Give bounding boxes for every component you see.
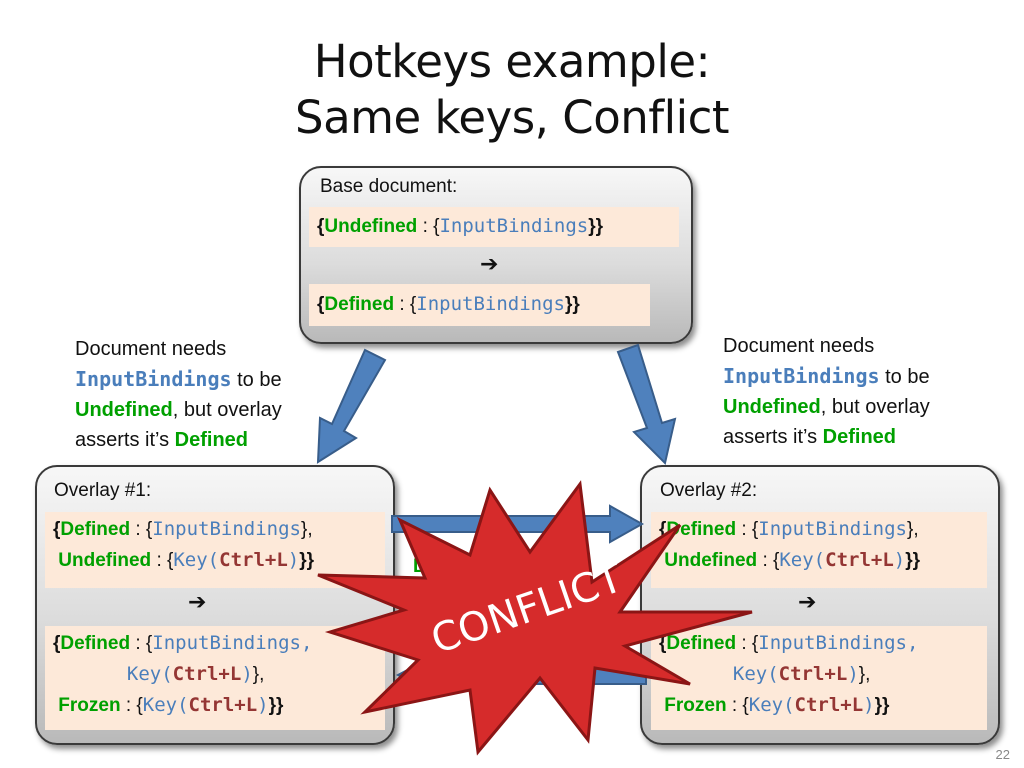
state-frozen: Frozen: [58, 695, 121, 716]
separator: : {: [130, 633, 153, 654]
input-bindings-token: InputBindings: [152, 518, 301, 540]
input-bindings-token: InputBindings: [416, 293, 565, 315]
overlay-2-from-panel: {Defined : {InputBindings}, Undefined : …: [651, 512, 987, 588]
overlay-1-label: Overlay #1:: [54, 480, 152, 501]
key-token: Key(: [126, 663, 173, 685]
brace: }}: [588, 216, 603, 237]
brace: }}: [565, 294, 580, 315]
transition-arrow-icon: ➔: [480, 252, 499, 277]
key-token: ): [893, 549, 906, 571]
separator: : {: [736, 519, 759, 540]
overlay-1-from-panel: {Defined : {InputBindings}, Undefined : …: [45, 512, 385, 588]
note-text: to be: [879, 366, 930, 388]
state-frozen: Frozen: [664, 695, 727, 716]
ctrl-l-token: Ctrl+L: [825, 549, 894, 571]
state-defined: Defined: [324, 294, 395, 315]
key-token: Key(: [748, 694, 795, 716]
state-undefined: Undefined: [723, 396, 821, 418]
overlay-1-to-panel: {Defined : {InputBindings, Key(Ctrl+L)},…: [45, 626, 385, 730]
brace: }}: [905, 550, 921, 571]
overlay-2-label: Overlay #2:: [660, 480, 758, 501]
separator: : {: [151, 550, 174, 571]
input-bindings-token: InputBindings: [439, 215, 589, 237]
brace: },: [301, 519, 313, 540]
key-token: ): [257, 694, 269, 716]
separator: : {: [726, 695, 749, 716]
input-bindings-token: InputBindings,: [758, 632, 919, 654]
key-token: Key(: [732, 663, 779, 685]
state-defined: Defined: [60, 633, 131, 654]
note-line: Document needs: [75, 338, 227, 360]
slide-title: Hotkeys example: Same keys, Conflict: [0, 34, 1024, 146]
page-number: 22: [995, 747, 1010, 762]
arrow-base-to-overlay-2: [616, 343, 677, 465]
base-to-panel: {Defined : {InputBindings}}: [309, 284, 650, 326]
separator: : {: [736, 633, 759, 654]
state-undefined: Undefined: [324, 216, 418, 237]
note-text: asserts it’s: [723, 426, 823, 448]
brace: {: [659, 633, 667, 654]
input-bindings-token: InputBindings: [75, 367, 232, 391]
separator: : {: [120, 695, 143, 716]
ctrl-l-token: Ctrl+L: [778, 663, 848, 685]
state-undefined: Undefined: [75, 399, 173, 421]
arrow-overlay-1-to-overlay-2: [391, 504, 645, 544]
separator: : {: [757, 550, 780, 571]
ctrl-l-token: Ctrl+L: [188, 694, 258, 716]
brace: {: [317, 294, 325, 315]
brace: {: [659, 519, 667, 540]
brace: }}: [268, 695, 284, 716]
title-line-2: Same keys, Conflict: [295, 91, 730, 144]
overlay-2-to-panel: {Defined : {InputBindings, Key(Ctrl+L)},…: [651, 626, 987, 730]
state-defined: Defined: [174, 429, 249, 451]
brace: }}: [874, 695, 890, 716]
note-text: to be: [231, 369, 282, 391]
key-token: ): [847, 663, 859, 685]
base-document-label: Base document:: [320, 176, 458, 197]
state-defined: Defined: [822, 426, 897, 448]
ctrl-l-token: Ctrl+L: [794, 694, 864, 716]
brace: },: [252, 664, 265, 685]
separator: : {: [394, 294, 417, 315]
key-token: ): [863, 694, 875, 716]
state-defined: Defined: [666, 633, 737, 654]
brace: {: [53, 519, 61, 540]
brace: {: [317, 216, 325, 237]
brace: },: [858, 664, 871, 685]
ctrl-l-token: Ctrl+L: [172, 663, 242, 685]
transition-arrow-icon: ➔: [188, 590, 207, 615]
brace: }}: [299, 550, 315, 571]
conflict-starburst: [317, 480, 753, 756]
separator: : {: [130, 519, 153, 540]
brace: {: [53, 633, 61, 654]
note-line: Document needs: [723, 335, 875, 357]
state-defined: Defined: [666, 519, 737, 540]
title-line-1: Hotkeys example:: [313, 35, 711, 88]
note-text: asserts it’s: [75, 429, 175, 451]
state-undefined: Undefined: [664, 550, 758, 571]
arrow-base-to-overlay-1: [316, 348, 387, 464]
key-token: ): [241, 663, 253, 685]
input-bindings-token: InputBindings: [723, 364, 880, 388]
input-bindings-token: InputBindings: [758, 518, 907, 540]
base-from-panel: {Undefined : {InputBindings}}: [309, 207, 679, 247]
key-token: ): [287, 549, 300, 571]
separator: : {: [417, 216, 440, 237]
state-defined: Defined: [60, 519, 131, 540]
key-token: Key(: [779, 549, 826, 571]
note-right: Document needs InputBindings to be Undef…: [723, 331, 930, 452]
key-token: Key(: [142, 694, 189, 716]
state-undefined: Undefined: [58, 550, 152, 571]
key-token: Key(: [173, 549, 220, 571]
note-text: , but overlay: [820, 396, 930, 418]
transition-arrow-icon: ➔: [798, 590, 817, 615]
ctrl-l-token: Ctrl+L: [219, 549, 288, 571]
input-bindings-token: InputBindings,: [152, 632, 313, 654]
brace: },: [907, 519, 919, 540]
note-left: Document needs InputBindings to be Undef…: [75, 334, 282, 455]
note-text: , but overlay: [172, 399, 282, 421]
